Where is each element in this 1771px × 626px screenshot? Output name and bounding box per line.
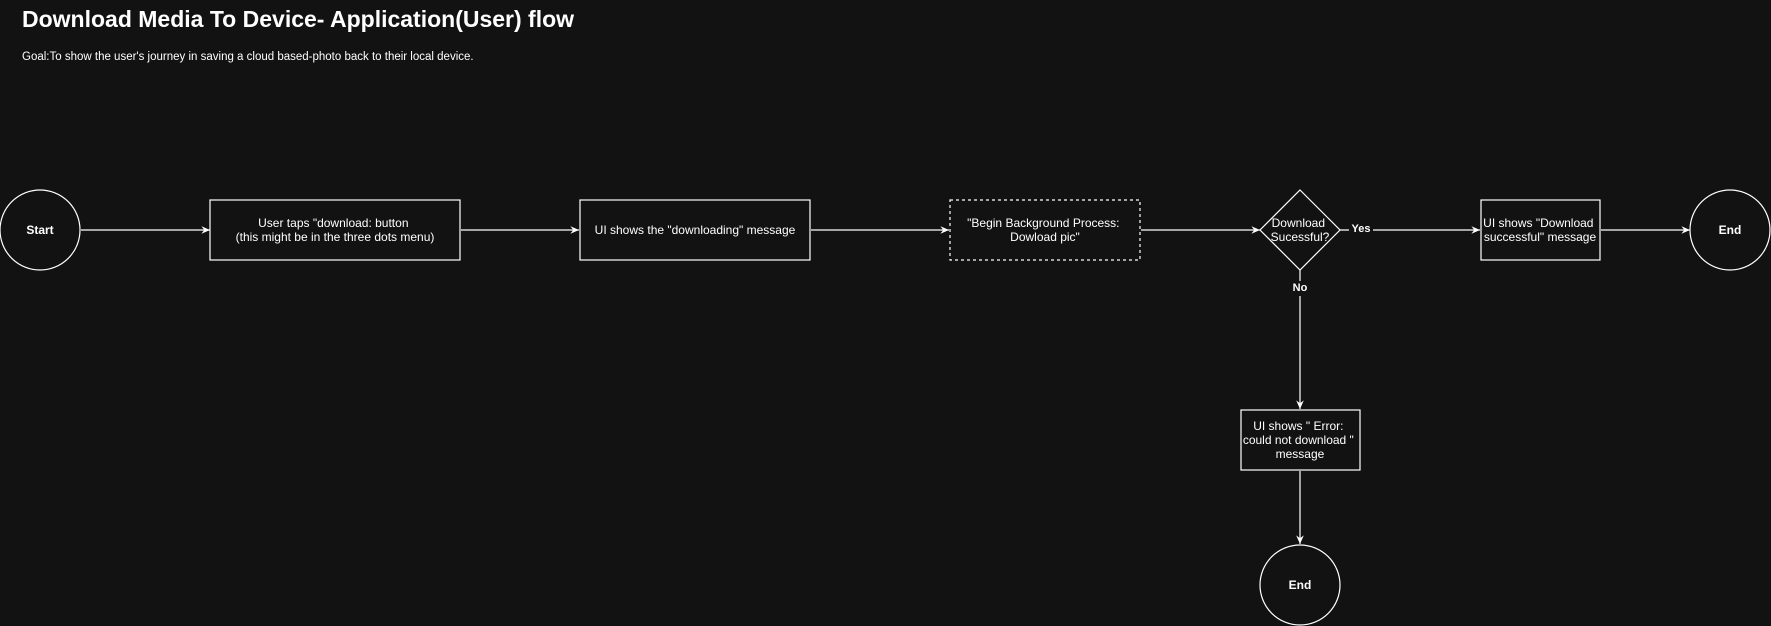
user-taps-download-label: User taps "download: button (this might … [236, 216, 435, 244]
error-message-label: UI shows " Error: could not download " m… [1243, 419, 1357, 461]
start-node-label: Start [26, 223, 53, 237]
error-message-step [1240, 409, 1361, 471]
downloading-message-label: UI shows the "downloading" message [595, 223, 796, 237]
download-successful-decision [1259, 189, 1341, 271]
end-node-error-label: End [1289, 578, 1312, 592]
downloading-message-step [579, 199, 811, 261]
end-node-error [1259, 544, 1341, 626]
edge-label-yes: Yes [1352, 223, 1371, 235]
start-node [0, 189, 81, 271]
background-process-step [949, 199, 1141, 261]
end-node-success [1689, 189, 1771, 271]
edge-label-no: No [1293, 282, 1308, 294]
user-taps-download-step [209, 199, 461, 261]
success-message-label: UI shows "Download successful" message [1483, 216, 1597, 244]
end-node-success-label: End [1719, 223, 1742, 237]
background-process-label: "Begin Background Process: Dowload pic" [967, 216, 1123, 244]
page-title: Download Media To Device- Application(Us… [22, 6, 575, 32]
goal-text: Goal:To show the user's journey in savin… [22, 51, 474, 63]
success-message-step [1480, 199, 1601, 261]
decision-label: Download Sucessful? [1271, 216, 1330, 244]
